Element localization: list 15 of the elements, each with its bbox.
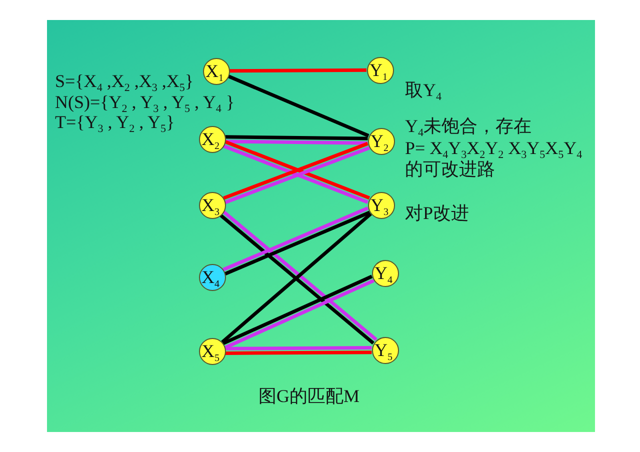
edge-line — [225, 346, 372, 350]
set-definition: N(S)={Y$_{2}$ , Y$_{3}$ , Y$_{5}$ , Y$_{4}$ } — [55, 92, 234, 112]
edge-line — [225, 350, 372, 355]
edge-line — [225, 135, 368, 140]
note-text: Y$_{4}$未饱合，存在 — [405, 116, 532, 136]
edge-line — [228, 74, 370, 138]
set-definition: T={Y$_{3}$ , Y$_{2}$ , Y$_{5}$} — [55, 112, 175, 132]
note-text: P= X$_{4}$Y$_{3}$X$_{2}$Y$_{2}$ X$_{3}$Y$_{5}$X$_{5}$Y$_{4}$ — [405, 138, 582, 158]
note-text: 对P改进 — [405, 203, 470, 223]
note-text: 的可改进路 — [405, 159, 495, 179]
note-text: 取Y$_{4}$ — [405, 80, 442, 100]
caption-text: 图G的匹配M — [258, 386, 360, 406]
edge-line — [229, 68, 367, 73]
edge-line — [225, 140, 368, 145]
set-definition: S={X$_{4}$ ,X$_{2}$ ,X$_{3}$ ,X$_{5}$} — [55, 71, 194, 91]
